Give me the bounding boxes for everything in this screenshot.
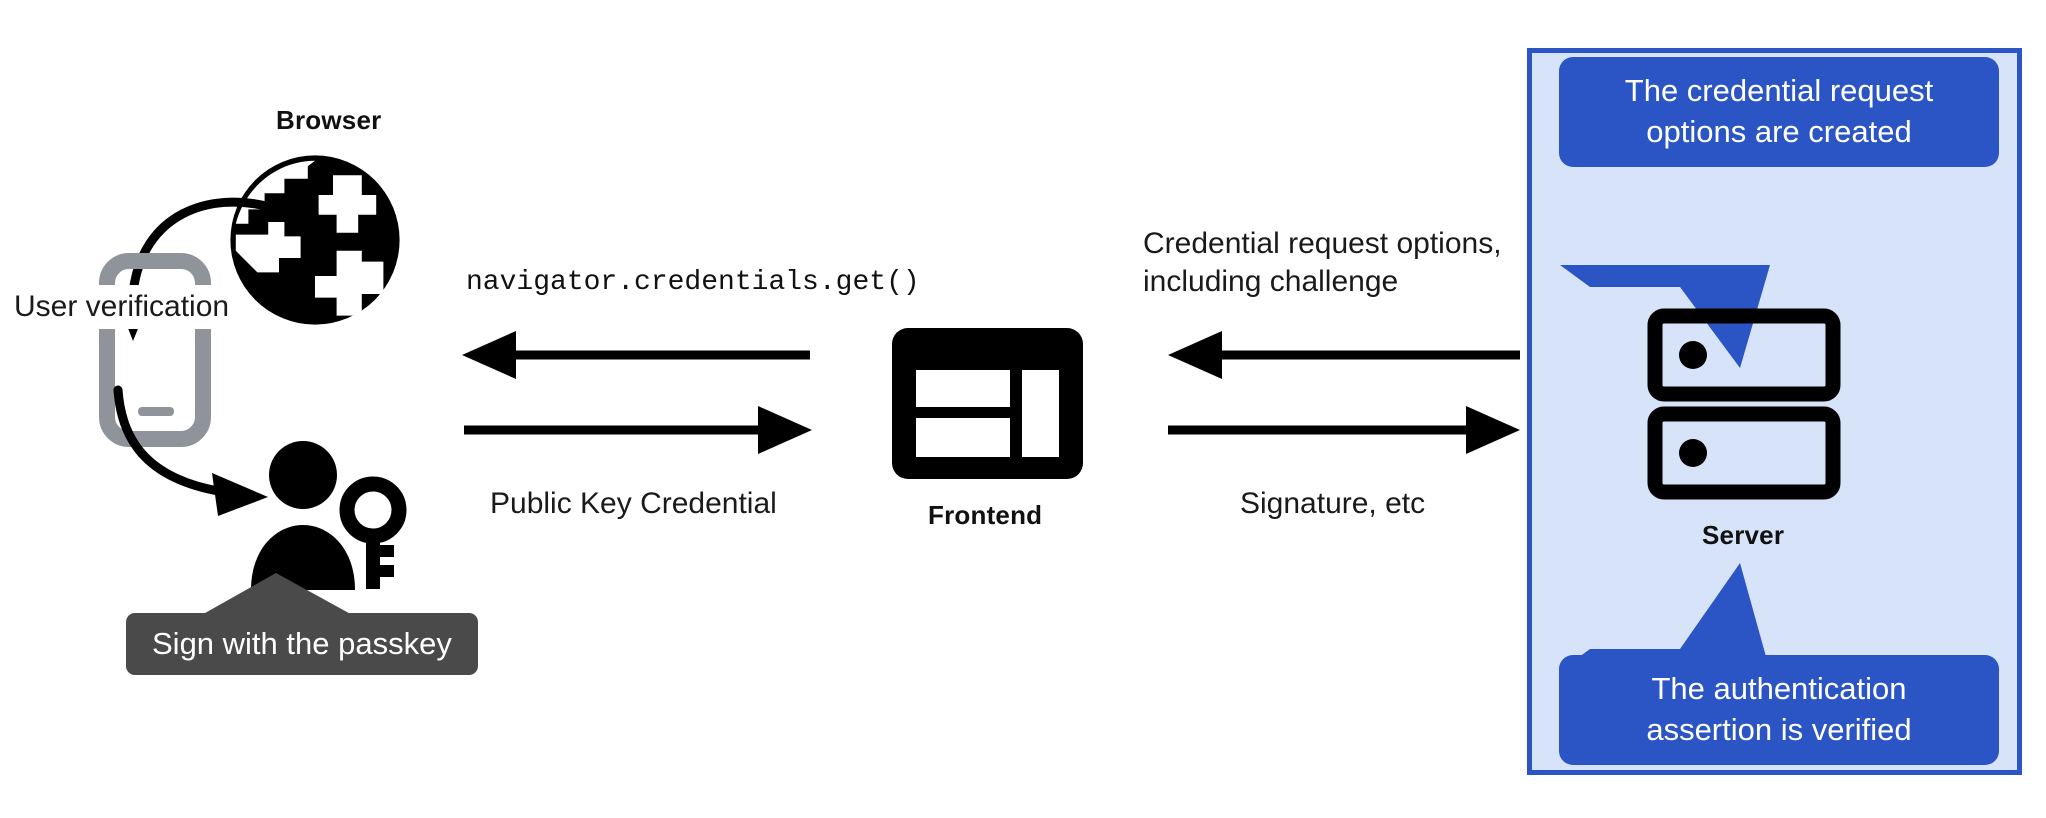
frontend-to-browser-arrow — [462, 331, 812, 379]
credential-request-options-label: Credential request options, including ch… — [1143, 225, 1502, 302]
callout-assertion-verified: The authentication assertion is verified — [1559, 655, 1999, 765]
credential-request-options-line1: Credential request options, — [1143, 227, 1502, 260]
callout-line1: The credential request — [1624, 73, 1934, 108]
credential-request-options-line2: including challenge — [1143, 265, 1399, 299]
person-with-key-icon — [245, 435, 415, 595]
bottom-callout-tail — [1560, 563, 1810, 673]
frontend-to-server-arrow — [1168, 406, 1520, 454]
public-key-credential-label: Public Key Credential — [490, 487, 777, 520]
browser-to-frontend-arrow — [462, 406, 812, 454]
signature-etc-label: Signature, etc — [1240, 487, 1426, 520]
server-to-frontend-arrow — [1168, 331, 1520, 379]
passkey-tooltip-pointer — [126, 573, 426, 619]
server-rack-icon — [1647, 308, 1841, 500]
frontend-label: Frontend — [928, 500, 1043, 530]
callout-credential-request-created: The credential request options are creat… — [1559, 57, 1999, 167]
server-label: Server — [1702, 520, 1785, 550]
callout-line2: options are created — [1646, 113, 1912, 149]
top-callout-tail — [1560, 265, 1810, 370]
navigator-credentials-get-label: navigator.credentials.get() — [466, 267, 920, 298]
phone-to-user-arrow — [100, 385, 300, 520]
smartphone-icon — [99, 253, 211, 447]
passkey-tooltip: Sign with the passkey — [126, 613, 478, 675]
dashboard-icon — [890, 326, 1085, 481]
callout-line2: assertion is verified — [1646, 711, 1912, 747]
globe-icon — [225, 150, 405, 330]
browser-label: Browser — [276, 105, 382, 135]
user-verification-label: User verification — [10, 285, 234, 330]
callout-line1: The authentication — [1651, 671, 1907, 706]
